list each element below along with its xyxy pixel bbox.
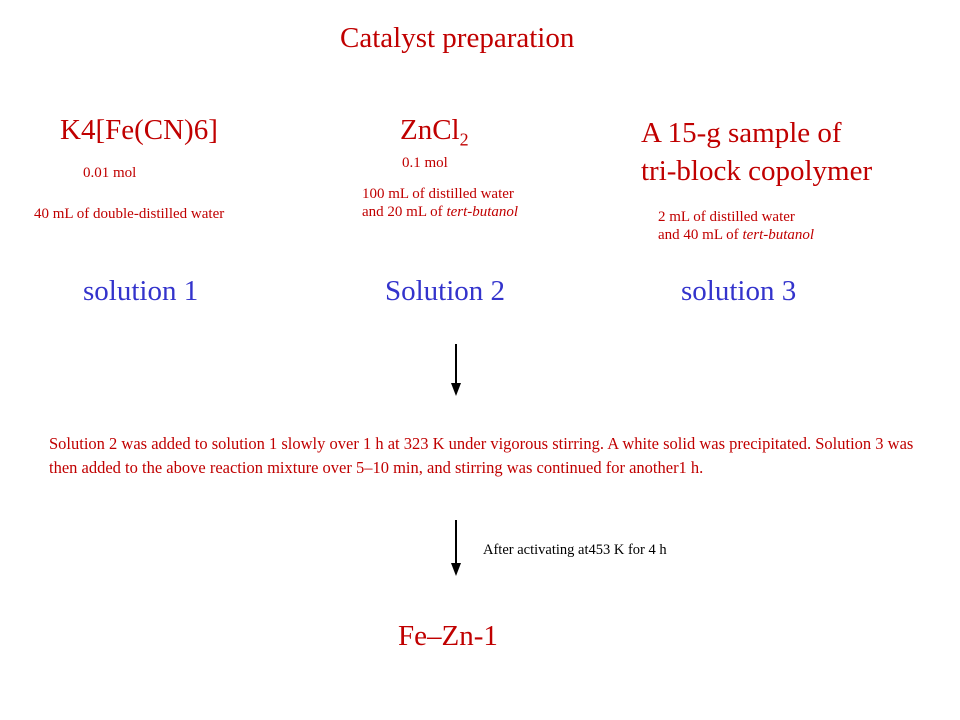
reagent-2-solvent-prefix: and 20 mL of (362, 204, 447, 220)
arrow-down-icon-2 (451, 520, 461, 576)
reagent-2-name: ZnCl2 (400, 114, 469, 150)
page-title: Catalyst preparation (340, 22, 575, 54)
solution-2-label: Solution 2 (385, 275, 506, 307)
solution-1-label: solution 1 (83, 275, 199, 307)
reagent-2-name-base: ZnCl (400, 114, 460, 146)
reagent-2-amount: 0.1 mol (402, 155, 448, 171)
activation-note: After activating at453 K for 4 h (483, 542, 667, 558)
reagent-3-name: A 15-g sample of tri-block copolymer (641, 114, 872, 190)
reagent-2-solvent-line-2: and 20 mL of tert-butanol (362, 203, 518, 221)
reagent-3-solvent-prefix: and 40 mL of (658, 227, 743, 243)
reagent-3-name-line-2: tri-block copolymer (641, 155, 873, 187)
reagent-3-solvent-italic: tert-butanol (742, 227, 815, 243)
reagent-3-name-line-1: A 15-g sample of (641, 117, 842, 149)
procedure-text: Solution 2 was added to solution 1 slowl… (49, 434, 914, 477)
reagent-1-solvent: 40 mL of double-distilled water (34, 206, 225, 222)
reagent-3-solvent: 2 mL of distilled water and 40 mL of ter… (658, 208, 814, 244)
reagent-2-solvent: 100 mL of distilled water and 20 mL of t… (362, 185, 518, 221)
reagent-3-solvent-line-2: and 40 mL of tert-butanol (658, 226, 814, 244)
reagent-1-amount: 0.01 mol (83, 165, 137, 181)
reagent-1-name: K4[Fe(CN)6] (60, 114, 218, 146)
reagent-2-solvent-italic: tert-butanol (446, 204, 519, 220)
reagent-2-name-subscript: 2 (459, 129, 469, 150)
reagent-3-solvent-line-1: 2 mL of distilled water (658, 209, 795, 225)
arrow-down-icon-1 (451, 344, 461, 396)
product-label: Fe–Zn-1 (398, 620, 498, 652)
solution-3-label: solution 3 (681, 275, 797, 307)
reagent-2-solvent-line-1: 100 mL of distilled water (362, 186, 514, 202)
